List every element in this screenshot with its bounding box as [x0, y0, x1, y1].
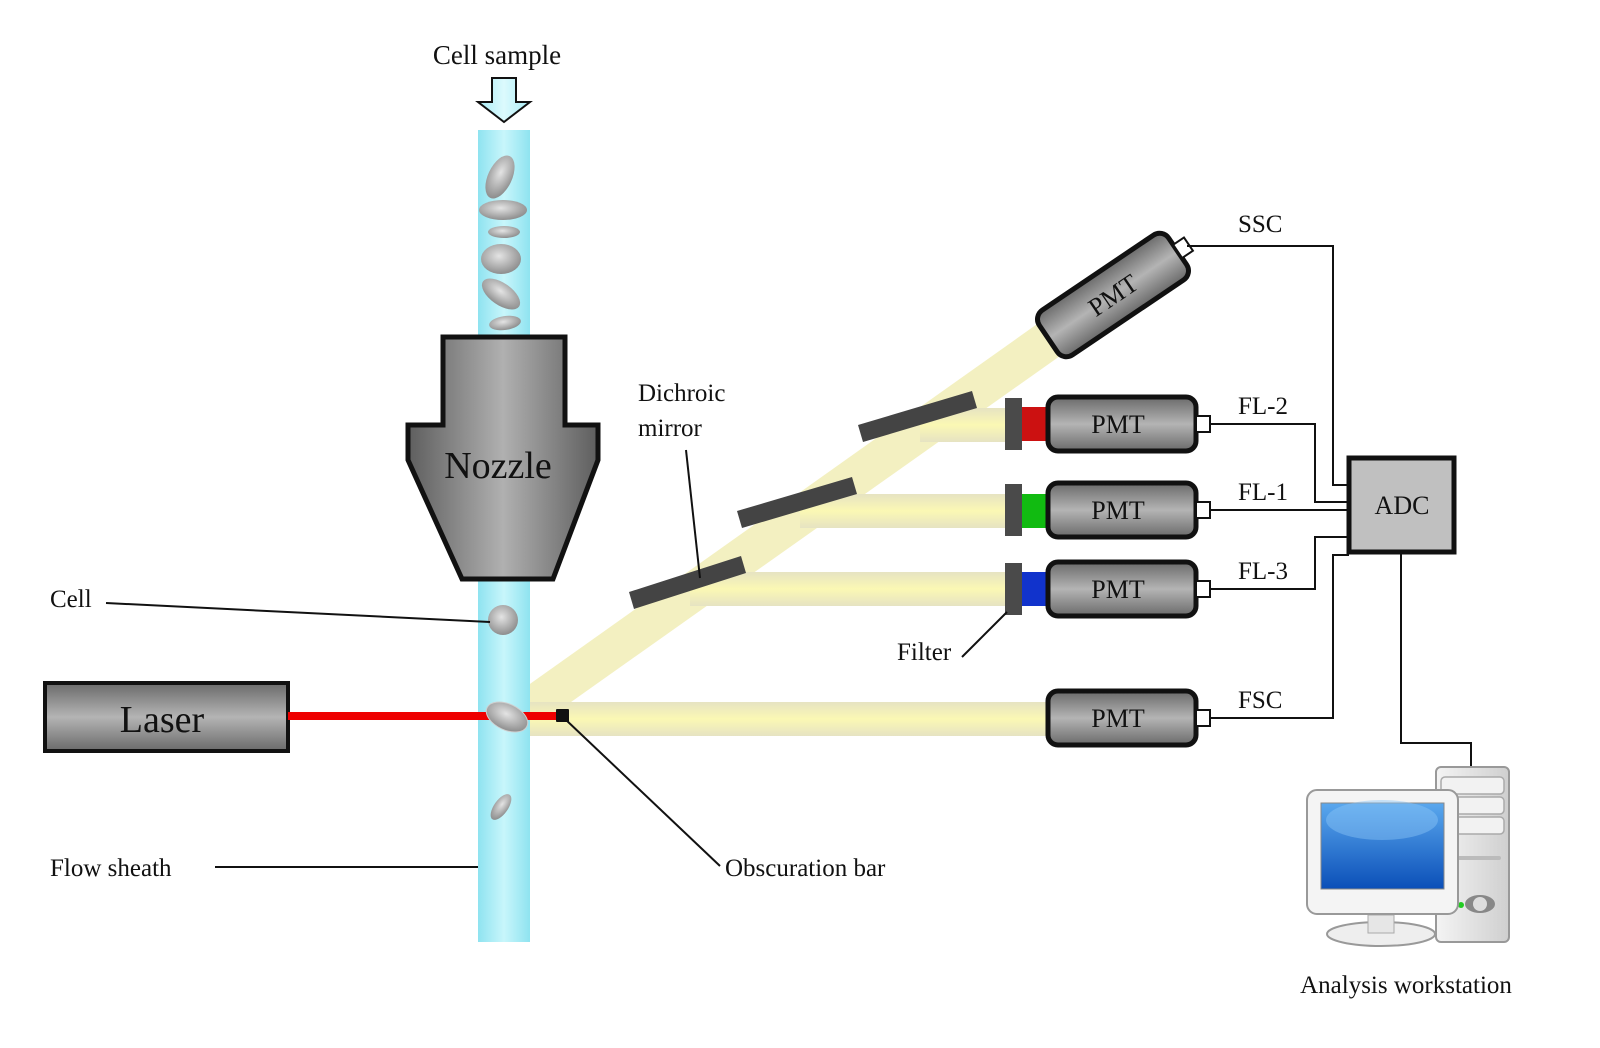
dichroic-mirror: [629, 556, 746, 609]
cell-shape: [479, 200, 527, 220]
pmt-fl3-label: PMT: [1091, 575, 1145, 604]
dichroic-mirror: [737, 477, 857, 528]
filter-fl2: [1022, 407, 1048, 441]
cell-shape: [488, 226, 520, 238]
analysis-workstation-label: Analysis workstation: [1300, 972, 1512, 999]
wire-adc-to-workstation: [1400, 553, 1472, 770]
cell-shape: [485, 701, 529, 733]
wire-fl3: [1210, 536, 1349, 590]
obscuration-bar-leader: [564, 718, 721, 867]
wire-fsc: [1210, 554, 1349, 719]
fl3-beam: [690, 572, 1010, 606]
signal-label-fsc: FSC: [1238, 687, 1282, 714]
filter-fl1: [1022, 494, 1048, 528]
light-paths: [496, 322, 1060, 736]
dichroic-mirror-label-line2: mirror: [638, 415, 703, 442]
pmt-ssc: PMT: [1035, 230, 1195, 360]
cell-shape: [489, 315, 521, 331]
laser: Laser: [43, 681, 290, 753]
cell-shape: [488, 605, 518, 635]
pmt-fl3: PMT: [1005, 559, 1211, 619]
pmt-fl1: PMT: [1005, 480, 1211, 540]
filter-holder: [1005, 484, 1022, 536]
filter-fl3: [1022, 572, 1048, 606]
forward-scatter-beam: [525, 702, 1050, 736]
filter-holder: [1005, 563, 1022, 615]
filter-label: Filter: [897, 639, 952, 666]
wire-ssc: [1187, 245, 1349, 486]
cell-shape: [485, 155, 515, 199]
signal-label-fl3: FL-3: [1238, 558, 1288, 585]
pmt-fl2: PMT: [1005, 394, 1211, 454]
filter-holder: [1005, 398, 1022, 450]
dichroic-mirror-label-line1: Dichroic: [638, 380, 725, 407]
cells-queue: [479, 155, 527, 331]
dichroic-mirror-leader: [685, 449, 701, 579]
cell-shape: [481, 278, 521, 310]
workstation-icon: [1306, 766, 1510, 947]
flow-sheath-label: Flow sheath: [50, 855, 172, 882]
cell-sample-arrow-icon: [475, 77, 533, 124]
dichroic-mirrors: [629, 391, 977, 609]
dichroic-mirror: [858, 391, 977, 442]
pmt-fsc: PMT: [1045, 688, 1211, 748]
cell-shape: [481, 244, 521, 274]
obscuration-bar-label: Obscuration bar: [725, 855, 886, 882]
filter-leader: [961, 611, 1008, 658]
pmt-fsc-label: PMT: [1091, 704, 1145, 733]
cell-label: Cell: [50, 586, 92, 613]
signal-label-ssc: SSC: [1238, 211, 1282, 238]
cell-sample-label: Cell sample: [433, 40, 561, 70]
signal-label-fl1: FL-1: [1238, 479, 1288, 506]
laser-label: Laser: [120, 699, 205, 741]
laser-beam: [288, 712, 563, 720]
adc: ADC: [1346, 455, 1457, 555]
cell-shape: [490, 794, 512, 820]
nozzle-label: Nozzle: [444, 445, 552, 487]
wire-fl2: [1210, 423, 1349, 503]
pmt-fl1-label: PMT: [1091, 496, 1145, 525]
adc-label: ADC: [1375, 491, 1430, 520]
pmt-fl2-label: PMT: [1091, 410, 1145, 439]
signal-wires: [1187, 245, 1472, 770]
cell-leader-line: [105, 602, 491, 623]
signal-label-fl2: FL-2: [1238, 393, 1288, 420]
nozzle: Nozzle: [405, 334, 601, 582]
